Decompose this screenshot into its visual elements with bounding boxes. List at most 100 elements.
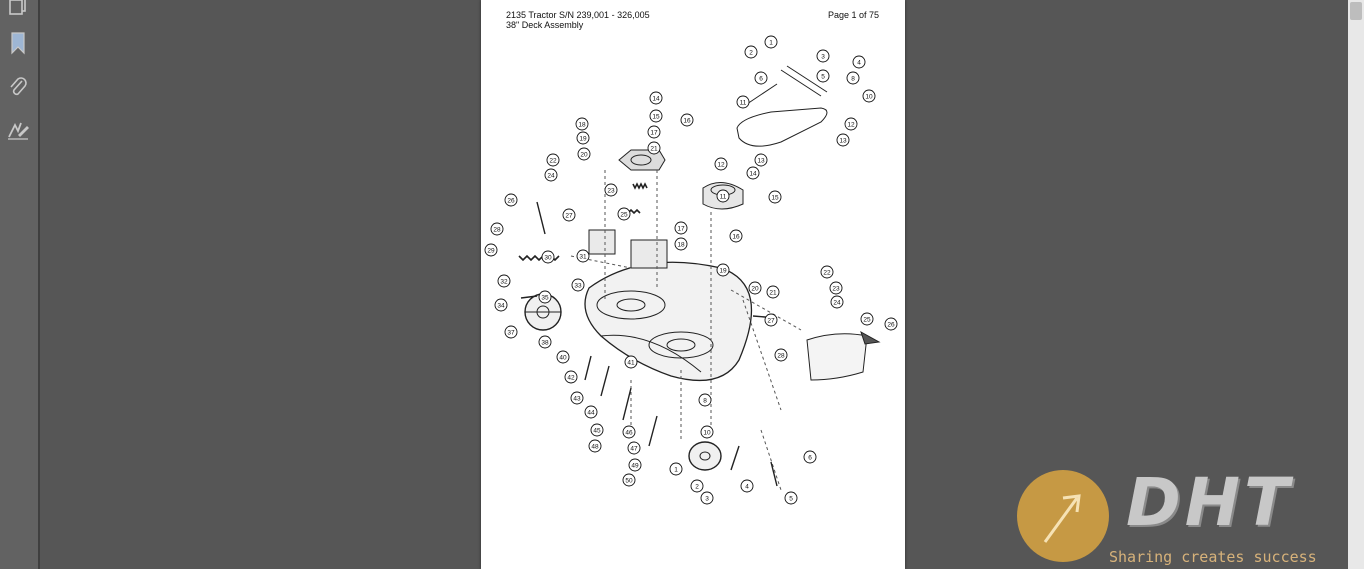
- callout-label: 12: [847, 121, 855, 128]
- document-viewer[interactable]: 2135 Tractor S/N 239,001 - 326,005 38" D…: [40, 0, 1348, 569]
- callout-bubble: [860, 312, 874, 326]
- signatures-icon[interactable]: [4, 116, 32, 144]
- callout-bubble: [497, 274, 511, 288]
- callout-label: 27: [565, 212, 573, 219]
- callout-label: 15: [652, 113, 660, 120]
- callout-label: 25: [620, 211, 628, 218]
- callout-label: 41: [627, 359, 635, 366]
- callout-bubble: [754, 71, 768, 85]
- callout-bubble: [584, 405, 598, 419]
- callout-bubble: [736, 95, 750, 109]
- callout-label: 27: [767, 317, 775, 324]
- callout-bubble: [690, 479, 704, 493]
- callout-bubble: [490, 222, 504, 236]
- callout-bubble: [669, 462, 683, 476]
- callout-label: 23: [607, 187, 615, 194]
- callout-label: 20: [580, 151, 588, 158]
- callout-bubble: [544, 168, 558, 182]
- callout-label: 18: [578, 121, 586, 128]
- callout-bubble: [784, 491, 798, 505]
- callout-label: 5: [789, 495, 793, 502]
- navigation-sidebar: [0, 0, 40, 569]
- callout-label: 1: [769, 39, 773, 46]
- callout-bubble: [700, 425, 714, 439]
- callout-label: 47: [630, 445, 638, 452]
- callout-label: 25: [863, 316, 871, 323]
- callout-label: 16: [732, 233, 740, 240]
- callout-label: 13: [757, 157, 765, 164]
- callout-bubble: [647, 125, 661, 139]
- callout-label: 8: [703, 397, 707, 404]
- callout-label: 15: [771, 194, 779, 201]
- callout-label: 37: [507, 329, 515, 336]
- callout-label: 40: [559, 354, 567, 361]
- callout-bubble: [504, 193, 518, 207]
- callout-bubble: [714, 157, 728, 171]
- callout-bubble: [588, 439, 602, 453]
- callout-label: 46: [625, 429, 633, 436]
- callout-bubble: [764, 313, 778, 327]
- callout-label: 10: [703, 429, 711, 436]
- callout-bubble: [649, 91, 663, 105]
- callout-label: 5: [821, 73, 825, 80]
- callout-label: 4: [857, 59, 861, 66]
- pdf-page: 2135 Tractor S/N 239,001 - 326,005 38" D…: [481, 0, 905, 569]
- callout-bubble: [627, 441, 641, 455]
- callout-label: 17: [650, 129, 658, 136]
- callout-label: 8: [851, 75, 855, 82]
- vertical-scrollbar[interactable]: [1348, 0, 1364, 569]
- callout-bubble: [862, 89, 876, 103]
- callout-label: 10: [865, 93, 873, 100]
- callout-bubble: [836, 133, 850, 147]
- callout-bubble: [844, 117, 858, 131]
- callout-bubble: [852, 55, 866, 69]
- callout-label: 32: [500, 278, 508, 285]
- callout-bubble: [562, 208, 576, 222]
- callout-label: 6: [759, 75, 763, 82]
- callout-bubble: [649, 109, 663, 123]
- callout-bubble: [846, 71, 860, 85]
- bookmarks-icon[interactable]: [4, 29, 32, 57]
- callout-bubble: [680, 113, 694, 127]
- scrollbar-thumb[interactable]: [1350, 2, 1362, 20]
- callout-label: 17: [677, 225, 685, 232]
- callout-bubble: [746, 166, 760, 180]
- callout-label: 31: [579, 253, 587, 260]
- callout-bubble: [830, 295, 844, 309]
- callout-bubble: [576, 131, 590, 145]
- callout-label: 34: [497, 302, 505, 309]
- callout-label: 14: [652, 95, 660, 102]
- callout-label: 4: [745, 483, 749, 490]
- callout-label: 28: [777, 352, 785, 359]
- callout-bubble: [803, 450, 817, 464]
- callout-bubble: [546, 153, 560, 167]
- callout-bubble: [768, 190, 782, 204]
- callout-bubble: [816, 69, 830, 83]
- callout-bubble: [698, 393, 712, 407]
- callout-bubble: [494, 298, 508, 312]
- callout-bubble: [754, 153, 768, 167]
- callout-label: 43: [573, 395, 581, 402]
- callout-bubble: [590, 423, 604, 437]
- callout-bubble: [617, 207, 631, 221]
- callout-bubble: [484, 243, 498, 257]
- callout-label: 45: [593, 427, 601, 434]
- callout-label: 44: [587, 409, 595, 416]
- callout-bubble: [774, 348, 788, 362]
- callout-bubble: [628, 458, 642, 472]
- callout-label: 1: [674, 466, 678, 473]
- callout-label: 18: [677, 241, 685, 248]
- callout-label: 29: [487, 247, 495, 254]
- callout-bubble: [716, 263, 730, 277]
- attachments-icon[interactable]: [4, 73, 32, 101]
- callout-label: 30: [544, 254, 552, 261]
- callout-label: 28: [493, 226, 501, 233]
- callout-label: 26: [887, 321, 895, 328]
- callout-label: 35: [541, 294, 549, 301]
- pages-icon[interactable]: [4, 0, 32, 20]
- callout-bubble: [541, 250, 555, 264]
- page-indicator: Page 1 of 75: [828, 10, 880, 20]
- callout-bubble: [700, 491, 714, 505]
- callout-label: 6: [808, 454, 812, 461]
